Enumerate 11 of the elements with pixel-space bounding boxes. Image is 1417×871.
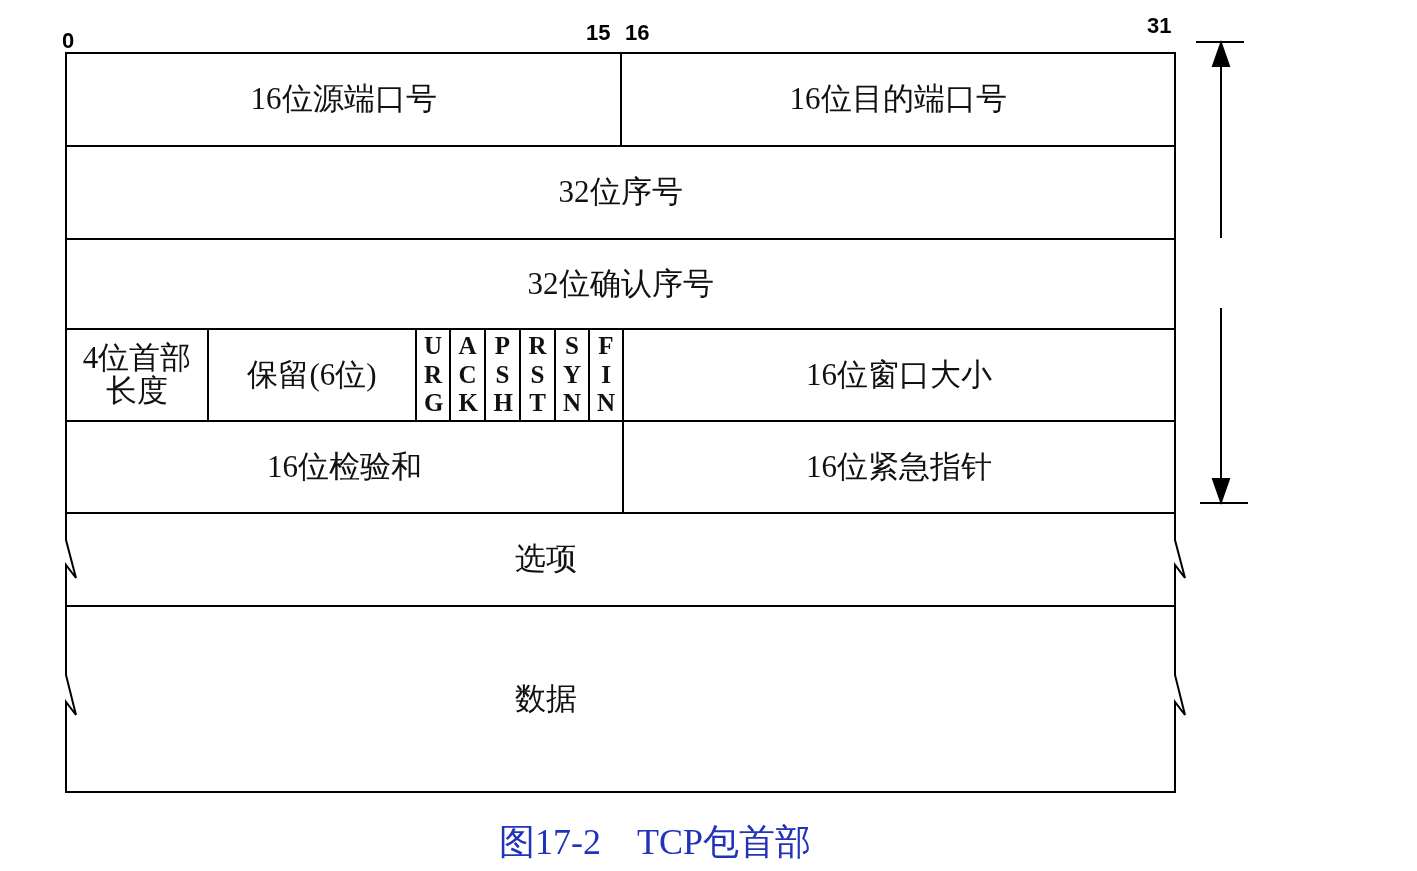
bit-number: 0: [62, 28, 75, 54]
bit-number: 15: [586, 20, 611, 46]
bit-number: 16: [625, 20, 650, 46]
header-field: 16位源端口号: [65, 52, 622, 147]
figure-caption: 图17-2 TCP包首部: [498, 821, 812, 864]
header-field: 选项: [65, 512, 1176, 607]
header-field: 16位目的端口号: [620, 52, 1176, 147]
bit-number: 31: [1147, 13, 1172, 39]
header-field: 32位确认序号: [65, 238, 1176, 330]
header-field: 32位序号: [65, 145, 1176, 240]
header-field: 数据: [65, 605, 1176, 793]
